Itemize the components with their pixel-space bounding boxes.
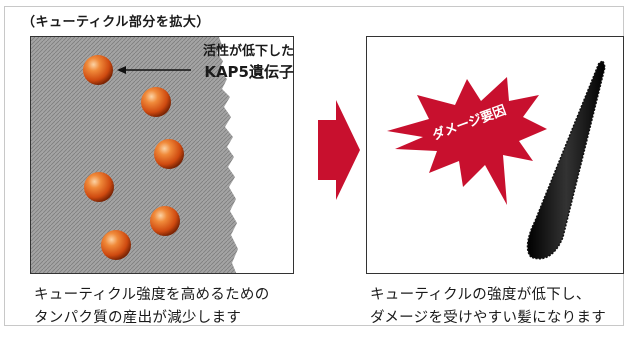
callout-gene-name: KAP5遺伝子 bbox=[204, 63, 294, 81]
damage-panel bbox=[366, 36, 624, 274]
callout-line1: 活性が低下した bbox=[202, 44, 294, 59]
figure-title: （キューティクル部分を拡大） bbox=[22, 15, 210, 30]
explosion-icon bbox=[387, 77, 547, 205]
damaged-hair-shaft bbox=[526, 59, 606, 260]
right-caption: キューティクルの強度が低下し、 ダメージを受けやすい髪になります bbox=[370, 284, 606, 330]
callout-pointer-icon bbox=[117, 66, 191, 74]
cuticle-texture bbox=[31, 37, 238, 273]
kap5-callout: 活性が低下した KAP5遺伝子 bbox=[190, 42, 294, 82]
protein-sphere-icon bbox=[154, 139, 184, 169]
left-caption: キューティクル強度を高めるための タンパク質の産出が減少します bbox=[34, 284, 270, 330]
left-caption-line2: タンパク質の産出が減少します bbox=[34, 310, 242, 326]
protein-sphere-icon bbox=[141, 87, 171, 117]
right-caption-line2: ダメージを受けやすい髪になります bbox=[370, 310, 607, 326]
protein-sphere-icon bbox=[83, 55, 113, 85]
protein-sphere-icon bbox=[101, 230, 131, 260]
right-caption-line1: キューティクルの強度が低下し、 bbox=[370, 287, 591, 303]
protein-sphere-icon bbox=[84, 172, 114, 202]
cuticle-illustration bbox=[31, 37, 238, 273]
protein-sphere-icon bbox=[150, 206, 180, 236]
damage-illustration bbox=[387, 59, 606, 260]
left-caption-line1: キューティクル強度を高めるための bbox=[34, 287, 270, 303]
cuticle-panel bbox=[30, 36, 294, 274]
protein-spheres bbox=[83, 55, 184, 260]
